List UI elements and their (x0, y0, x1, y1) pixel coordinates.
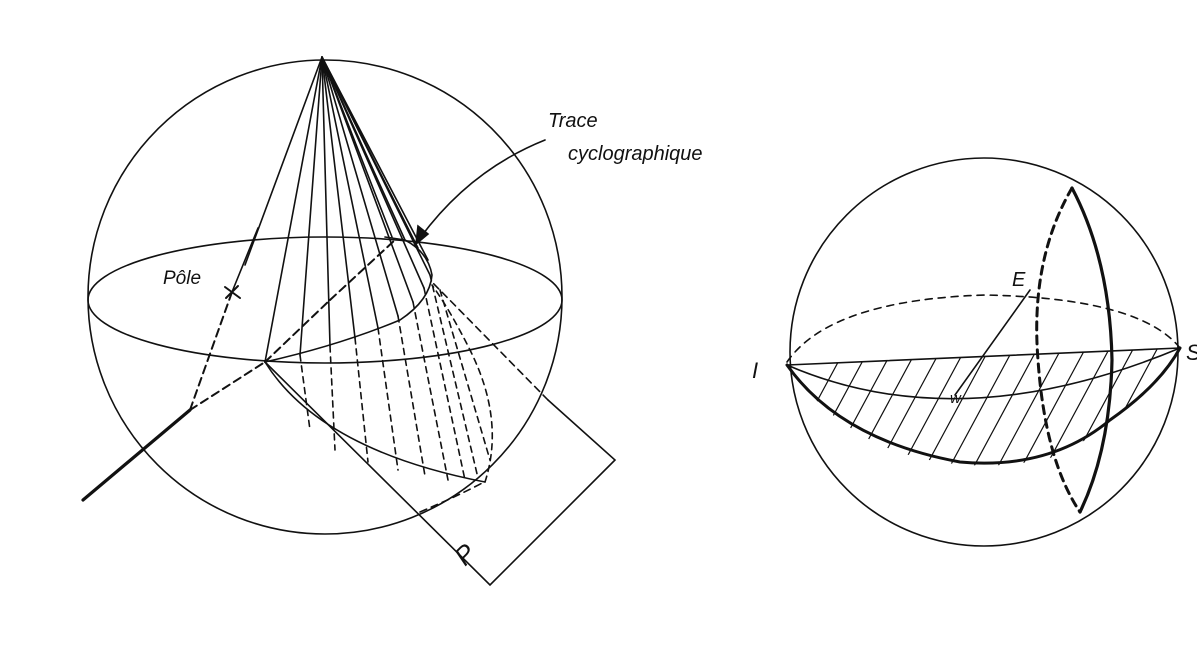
projection-line (423, 287, 466, 481)
cone-generator (244, 56, 323, 266)
equatorial-plane (87, 236, 563, 364)
inclined-plane-trace (785, 346, 1182, 465)
hatch-line (947, 348, 1019, 466)
projection-line (354, 337, 369, 463)
cyclographic-trace-curve (264, 236, 433, 363)
angle-mark: w (950, 390, 962, 407)
cone-generator (321, 56, 393, 238)
projected-curve-hidden (431, 284, 494, 483)
plane-label: P (448, 537, 482, 571)
sphere-hidden-arc (419, 481, 485, 513)
left-sphere-figure: Trace cyclographique Pôle P (81, 56, 703, 587)
cone-generator (264, 56, 323, 363)
pole-axis-solid (81, 408, 192, 502)
projection-dashed-lines (299, 274, 491, 481)
vertical-circle-front (1070, 186, 1114, 514)
cone-generator (321, 56, 419, 249)
cone-generator (299, 56, 323, 356)
projection-plane-p (264, 361, 617, 587)
arrowhead-icon (414, 224, 430, 246)
point-i-label: I (752, 358, 758, 383)
equator-line (786, 347, 1181, 366)
small-circle-arc (786, 347, 1181, 400)
projection-line (397, 315, 426, 477)
projection-line (299, 354, 311, 431)
hatch-line (1019, 348, 1091, 466)
pole-axis-dashed (189, 239, 396, 411)
projection-line (329, 345, 336, 451)
projected-curve (264, 361, 486, 483)
vertical-circle-hidden (1035, 186, 1082, 514)
point-e-label: E (1012, 269, 1026, 291)
cone-generator (321, 56, 399, 317)
point-s-label: S (1186, 340, 1197, 365)
projection-line (429, 274, 479, 479)
projection-line (412, 301, 449, 481)
sphere-outline-right (789, 157, 1179, 547)
hatch-line (923, 348, 995, 466)
callout-arrow (419, 139, 546, 239)
cone-generator (321, 56, 379, 329)
cone-generators (244, 56, 431, 363)
pole-line (231, 227, 259, 293)
hatch-line (899, 348, 971, 466)
callout-subtitle: cyclographique (568, 143, 703, 165)
projection-line (377, 327, 399, 471)
cone-generator (321, 56, 331, 347)
great-circle-back (786, 294, 1181, 363)
cone-generator (321, 56, 406, 241)
projection-line (439, 289, 491, 461)
pole-cross-icon (224, 285, 241, 299)
right-sphere-figure: E I S w (752, 157, 1197, 547)
hatch-line (995, 348, 1067, 466)
pole-label: Pôle (163, 268, 201, 289)
hatch-line (971, 348, 1043, 466)
cone-generator (321, 56, 356, 339)
hatched-region (787, 348, 1180, 466)
sphere-outline (87, 59, 563, 535)
projection-plane-hidden-edge (431, 281, 549, 401)
callout-title: Trace (548, 110, 598, 132)
line-e (954, 289, 1031, 396)
hatch-line (1043, 348, 1115, 466)
